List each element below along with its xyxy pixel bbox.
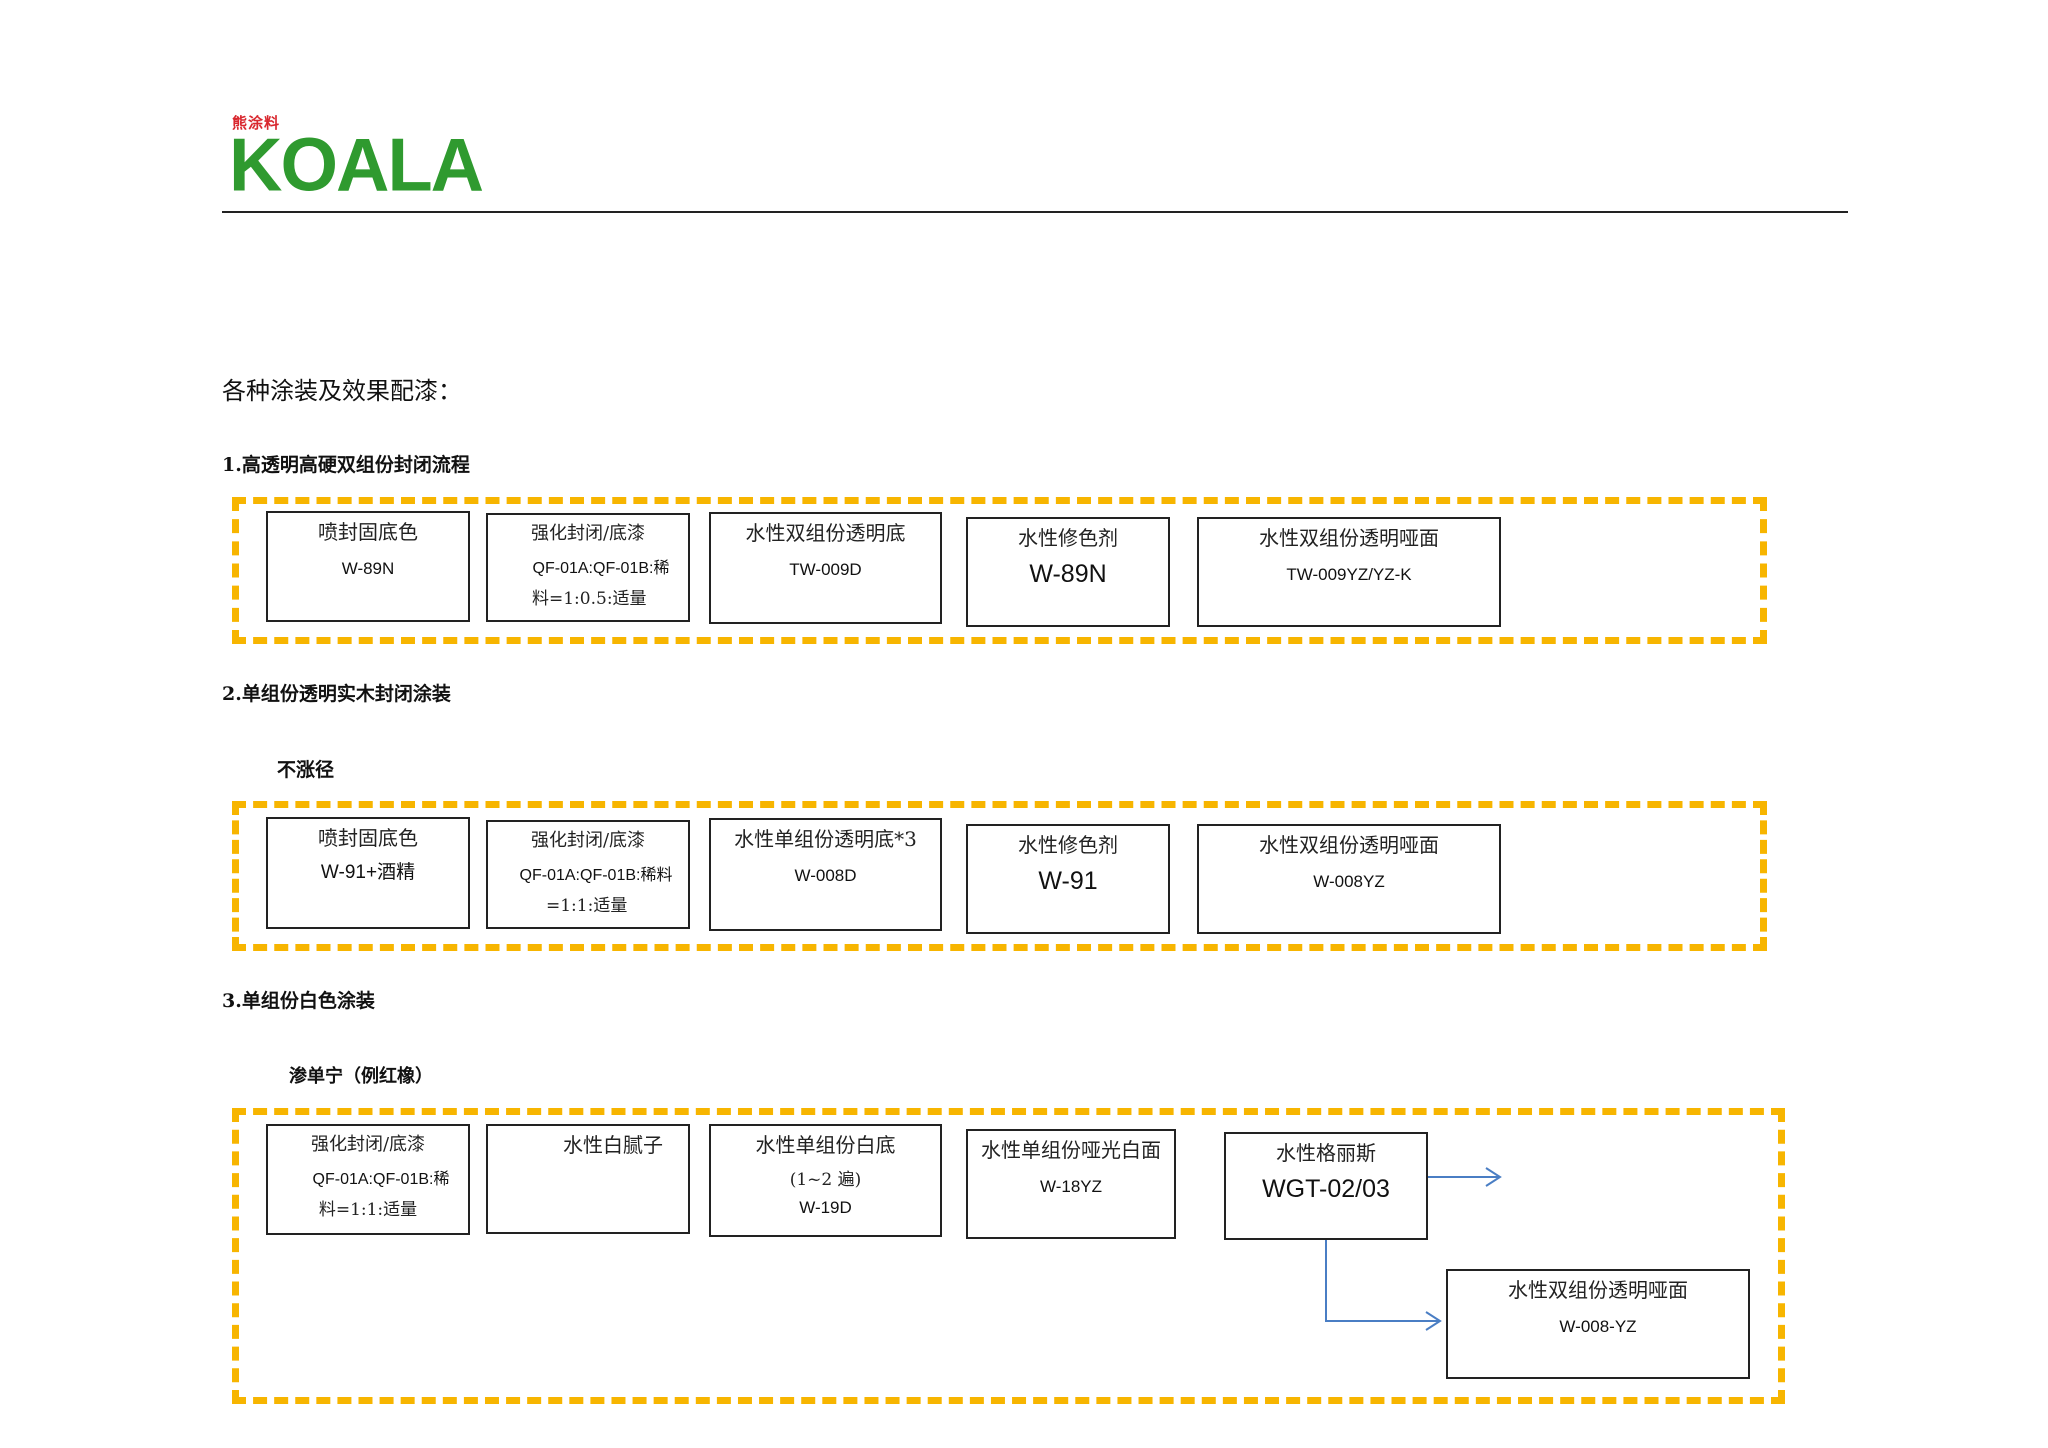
s1-step-2-ratio-b: 料=1:0.5:适量 <box>532 589 647 609</box>
s3-step-6-label: 水性双组份透明哑面 <box>1508 1278 1688 1302</box>
header-divider <box>222 211 1848 213</box>
s1-step-1-label: 喷封固底色 <box>318 520 418 544</box>
s3-step-2-label: 水性白腻子 <box>563 1133 663 1157</box>
page-title: 各种涂装及效果配漆： <box>222 377 462 405</box>
s2-step-2-ratio-a: QF-01A:QF-01B:稀料 <box>519 867 673 884</box>
s3-step-3-passes: (1~2 遍) <box>789 1170 862 1190</box>
s2-step-4-code: W-91 <box>1038 867 1098 895</box>
s3-step-2: 水性白腻子 <box>486 1124 690 1234</box>
logo-wordmark: KOALA <box>229 122 484 207</box>
s3-step-1-label: 强化封闭/底漆 <box>310 1134 426 1155</box>
s3-step-1: 强化封闭/底漆 QF-01A:QF-01B:稀 料=1:1:适量 <box>266 1124 470 1235</box>
s1-step-3-label: 水性双组份透明底 <box>745 521 906 545</box>
s2-step-3: 水性单组份透明底*3 W-008D <box>709 818 942 931</box>
s1-step-2: 强化封闭/底漆 QF-01A:QF-01B:稀 料=1:0.5:适量 <box>486 513 690 622</box>
s2-step-3-label: 水性单组份透明底*3 <box>734 827 917 851</box>
s1-step-5-label: 水性双组份透明哑面 <box>1259 526 1439 550</box>
section-3-flow-frame <box>232 1108 1785 1404</box>
section-1-heading: 1.高透明高硬双组份封闭流程 <box>222 454 470 476</box>
section-2-heading: 2.单组份透明实木封闭涂装 <box>222 683 451 705</box>
s3-step-5-code: WGT-02/03 <box>1262 1175 1390 1203</box>
s2-step-4-label: 水性修色剂 <box>1018 833 1118 857</box>
s2-step-2-ratio-b: =1:1:适量 <box>546 896 628 916</box>
s1-step-1: 喷封固底色 W-89N <box>266 511 470 622</box>
section-2-flow-frame <box>232 801 1767 951</box>
s1-step-1-code: W-89N <box>341 559 395 578</box>
s1-step-3: 水性双组份透明底 TW-009D <box>709 512 942 624</box>
section-1-flow-frame <box>232 497 1767 644</box>
s3-step-6-code: W-008-YZ <box>1559 1317 1637 1336</box>
s1-step-3-code: TW-009D <box>789 560 862 579</box>
s1-step-4-code: W-89N <box>1029 560 1107 588</box>
s2-step-5-label: 水性双组份透明哑面 <box>1259 833 1439 857</box>
s3-step-1-ratio-b: 料=1:1:适量 <box>318 1200 418 1220</box>
s3-step-3: 水性单组份白底 (1~2 遍) W-19D <box>709 1124 942 1237</box>
s3-step-1-ratio-a: QF-01A:QF-01B:稀 <box>312 1171 450 1188</box>
s3-step-5: 水性格丽斯 WGT-02/03 <box>1224 1132 1428 1240</box>
section-3-subheading: 渗单宁（例红橡） <box>289 1066 433 1087</box>
s3-step-4-code: W-18YZ <box>1039 1177 1103 1196</box>
arrow-right-icon <box>1428 1167 1502 1187</box>
s2-step-5: 水性双组份透明哑面 W-008YZ <box>1197 824 1501 934</box>
logo-subtitle: 熊涂料 <box>232 114 281 132</box>
s1-step-4: 水性修色剂 W-89N <box>966 517 1170 627</box>
s2-step-2: 强化封闭/底漆 QF-01A:QF-01B:稀料 =1:1:适量 <box>486 820 690 929</box>
s3-step-4: 水性单组份哑光白面 W-18YZ <box>966 1129 1176 1239</box>
s2-step-1-label: 喷封固底色 <box>318 826 418 850</box>
s3-step-3-code: W-19D <box>799 1198 852 1217</box>
s3-step-3-label: 水性单组份白底 <box>755 1133 896 1157</box>
s2-step-2-label: 强化封闭/底漆 <box>530 830 646 851</box>
s1-step-5: 水性双组份透明哑面 TW-009YZ/YZ-K <box>1197 517 1501 627</box>
s2-step-1-code: W-91+酒精 <box>320 862 416 883</box>
s1-step-4-label: 水性修色剂 <box>1018 526 1118 550</box>
s1-step-5-code: TW-009YZ/YZ-K <box>1286 565 1412 584</box>
s3-step-6: 水性双组份透明哑面 W-008-YZ <box>1446 1269 1750 1379</box>
s1-step-2-ratio-a: QF-01A:QF-01B:稀 <box>532 560 670 577</box>
s1-step-2-label: 强化封闭/底漆 <box>530 523 646 544</box>
s2-step-4: 水性修色剂 W-91 <box>966 824 1170 934</box>
s2-step-1: 喷封固底色 W-91+酒精 <box>266 817 470 929</box>
section-3-heading: 3.单组份白色涂装 <box>222 990 375 1012</box>
s2-step-5-code: W-008YZ <box>1313 872 1385 891</box>
s2-step-3-code: W-008D <box>794 866 857 885</box>
section-2-subheading: 不涨径 <box>277 759 335 781</box>
s3-step-5-label: 水性格丽斯 <box>1276 1141 1376 1165</box>
arrow-down-right-icon <box>1325 1240 1442 1331</box>
s3-step-4-label: 水性单组份哑光白面 <box>981 1138 1161 1162</box>
